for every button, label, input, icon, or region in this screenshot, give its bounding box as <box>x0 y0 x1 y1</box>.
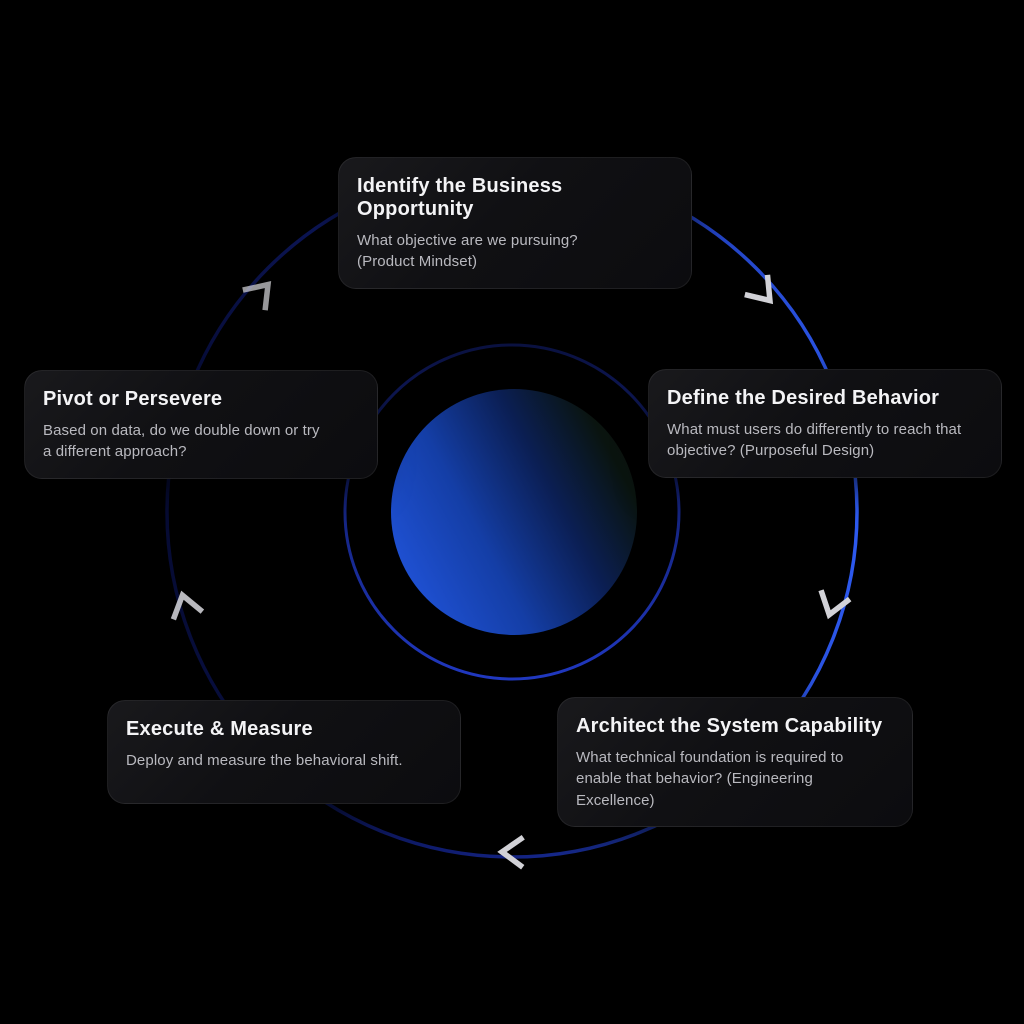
step-title: Architect the System Capability <box>576 715 883 737</box>
step-card-pivot: Pivot or Persevere Based on data, do we … <box>24 370 378 479</box>
step-description: Based on data, do we double down or try … <box>43 422 320 461</box>
step-title: Execute & Measure <box>126 718 313 740</box>
step-title: Define the Desired Behavior <box>667 387 940 409</box>
arrow-left-icon <box>170 590 205 621</box>
step-card-define: Define the Desired Behavior What must us… <box>648 369 1002 478</box>
arrow-right-icon <box>818 589 852 620</box>
step-description: Deploy and measure the behavioral shift. <box>126 752 403 769</box>
step-card-identify: Identify the Business Opportunity What o… <box>338 157 692 289</box>
step-description: What technical foundation is required to… <box>576 749 844 809</box>
arrow-top-left-icon <box>242 281 272 311</box>
step-description: What objective are we pursuing? (Product… <box>357 232 578 271</box>
center-sphere <box>391 389 637 635</box>
arrow-top-right-icon <box>744 274 774 305</box>
step-description: What must users do differently to reach … <box>667 421 962 460</box>
step-title: Pivot or Persevere <box>43 388 223 410</box>
arrow-bottom-icon <box>497 834 525 870</box>
inner-cycle-ring <box>343 343 681 681</box>
step-title: Identify the Business Opportunity <box>357 175 563 220</box>
step-card-architect: Architect the System Capability What tec… <box>557 697 913 827</box>
step-card-execute: Execute & Measure Deploy and measure the… <box>107 700 461 804</box>
